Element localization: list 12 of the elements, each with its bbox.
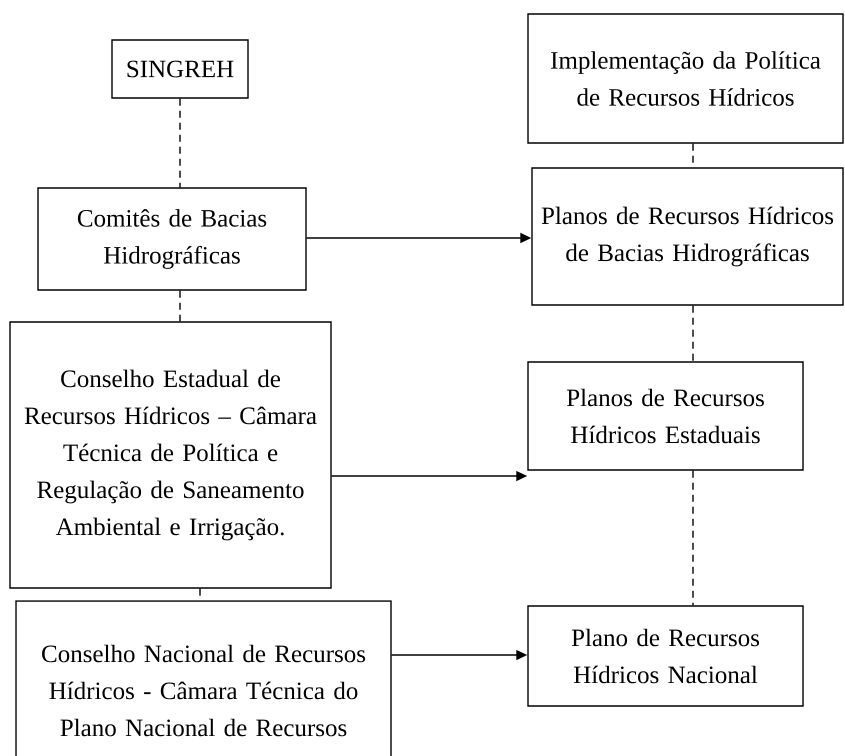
connector-line — [179, 290, 181, 322]
process-box: Planos de Recursos Hídricos Estaduais — [527, 361, 804, 471]
process-box: Conselho Estadual de Recursos Hídricos – Câmara Técnica de Política e Regulação de Saneamento Ambiental e Irrigação. — [9, 321, 332, 589]
process-box: Implementação da Política de Recursos Hídricos — [527, 13, 844, 144]
process-box: Comitês de Bacias Hidrográficas — [37, 187, 307, 291]
connector-line — [692, 470, 694, 606]
connector-line — [179, 98, 181, 188]
process-box: SINGREH — [111, 39, 249, 99]
connector-line — [692, 306, 694, 362]
process-box: Conselho Nacional de Recursos Hídricos - Câmara Técnica do Plano Nacional de Recursos — [15, 600, 392, 756]
process-box: Planos de Recursos Hídricos de Bacias Hidrográficas — [531, 167, 844, 306]
process-box: Plano de Recursos Hídricos Nacional — [527, 605, 804, 707]
